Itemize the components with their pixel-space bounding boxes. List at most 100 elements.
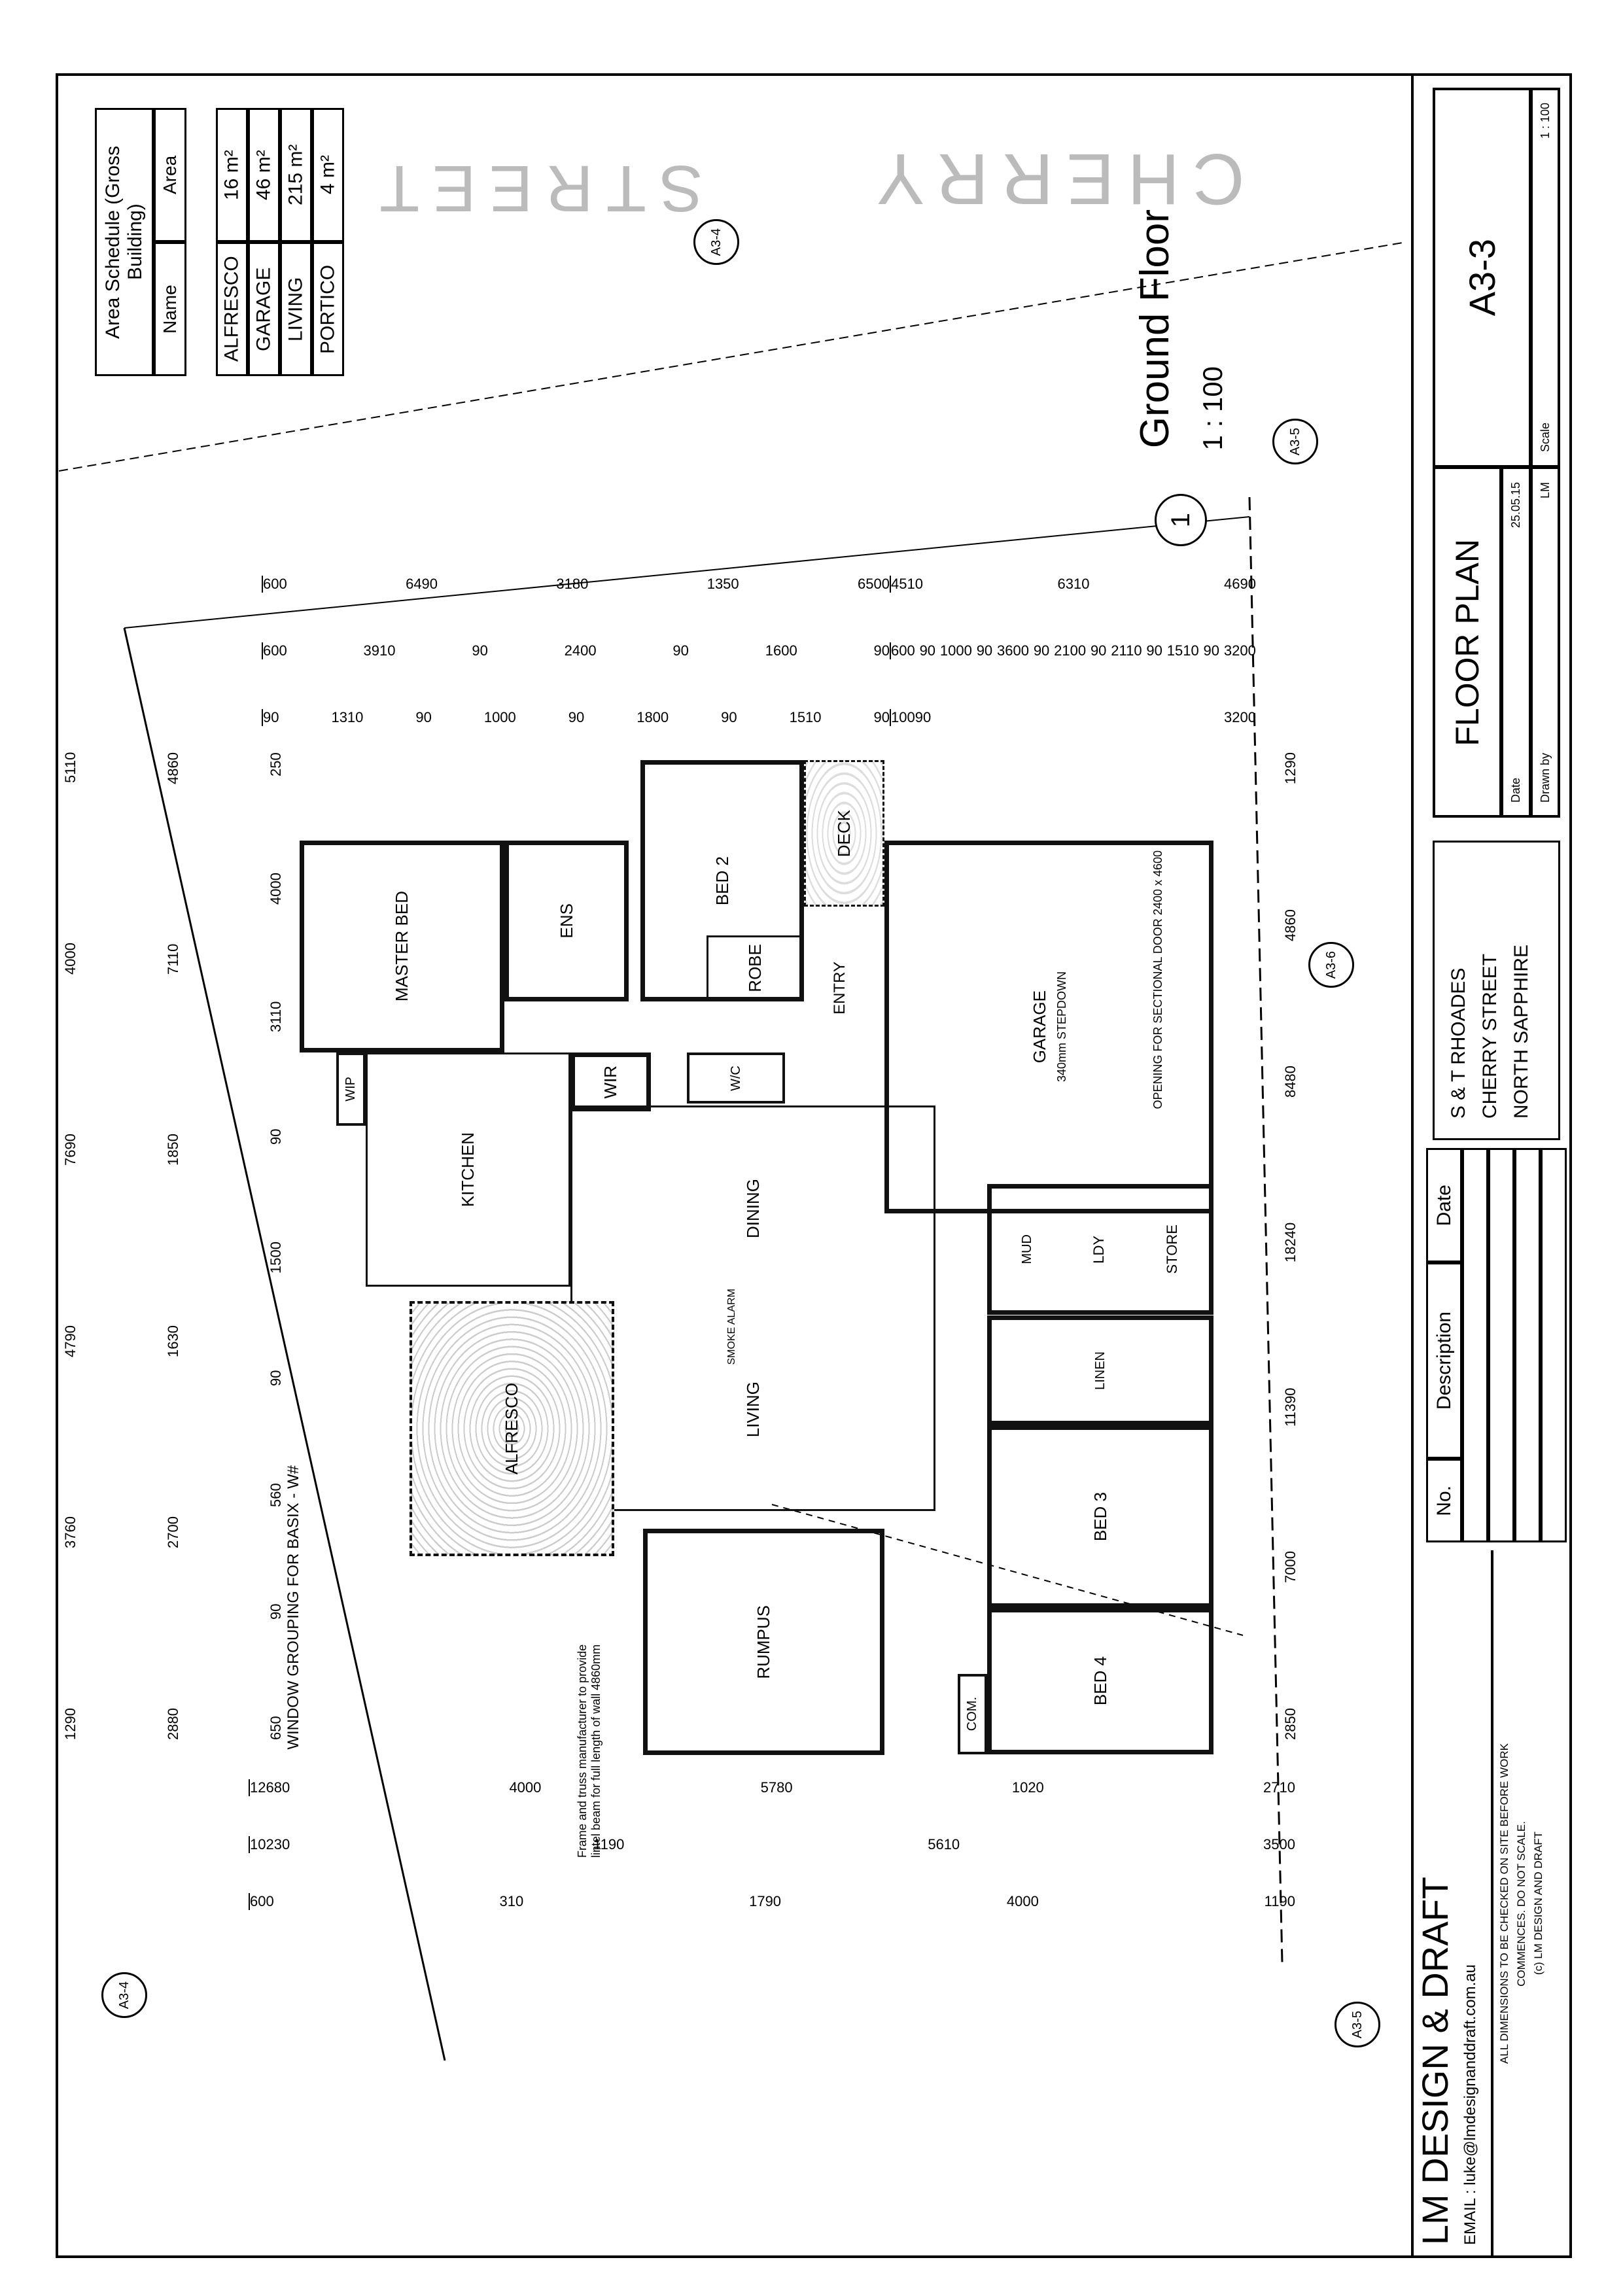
- firm-name: LM DESIGN & DRAFT: [1414, 1876, 1456, 2245]
- dimension-label: 90: [873, 642, 890, 659]
- dimension-label: 4860: [1282, 909, 1299, 941]
- dimension-label: 90: [268, 1370, 284, 1387]
- section-marker[interactable]: A3-6: [1308, 942, 1354, 988]
- dimension-label: 310: [499, 1893, 524, 1909]
- section-marker[interactable]: A3-4: [101, 1972, 147, 2018]
- revision-table: No. Description Date: [1426, 1148, 1567, 1542]
- sheet-number-cell: A3-3: [1433, 88, 1531, 467]
- dimension-label: 600: [891, 642, 915, 659]
- room-alfresco[interactable]: ALFRESCO: [410, 1301, 614, 1556]
- revision-row: [1462, 1148, 1488, 1542]
- dimension-label: 90: [919, 642, 936, 659]
- firm-divider: [1491, 1550, 1493, 2258]
- dimension-label: 4000: [268, 873, 284, 905]
- room-ensuite[interactable]: ENS: [504, 841, 629, 1001]
- dimension-label: 4000: [1006, 1893, 1039, 1909]
- dimension-label: 1850: [165, 1134, 181, 1166]
- dimension-label: 10230: [250, 1836, 290, 1852]
- revision-row: [1541, 1148, 1567, 1542]
- dimension-label: 6310: [1057, 576, 1090, 592]
- dimension-label: 2110: [1111, 642, 1142, 659]
- basix-note: WINDOW GROUPING FOR BASIX - W#: [285, 1465, 302, 1750]
- room-rumpus[interactable]: RUMPUS: [643, 1529, 884, 1755]
- room-deck[interactable]: DECK: [804, 760, 884, 907]
- dimension-label: 90: [721, 709, 737, 725]
- room-entry[interactable]: ENTRY: [831, 962, 848, 1015]
- dimension-label: 90: [1033, 642, 1050, 659]
- dimension-label: 4510: [891, 576, 923, 592]
- dimension-label: 1020: [1011, 1779, 1044, 1796]
- room-bed-3[interactable]: BED 3: [987, 1425, 1213, 1608]
- sheet-border: [56, 73, 1572, 2258]
- firm-email[interactable]: EMAIL : luke@lmdesignanddraft.com.au: [1461, 1964, 1479, 2245]
- dimension-label: 4790: [62, 1325, 79, 1357]
- dimension-label: 11390: [1282, 1387, 1299, 1427]
- dimension-label: 3110: [268, 1001, 284, 1033]
- dimension-label: 5610: [928, 1836, 960, 1852]
- dimension-label: 1290: [62, 1708, 79, 1740]
- dimension-label: 1600: [765, 642, 797, 659]
- dimension-label: 7110: [165, 943, 181, 975]
- section-marker[interactable]: A3-5: [1272, 419, 1318, 464]
- dimension-label: 10090: [891, 709, 932, 725]
- dimension-label: 3200: [1223, 642, 1256, 659]
- dimension-label: 4860: [165, 752, 181, 784]
- section-marker[interactable]: A3-5: [1335, 2002, 1380, 2047]
- room-master-bed[interactable]: MASTER BED: [300, 841, 504, 1052]
- revision-row: [1514, 1148, 1541, 1542]
- dimension-label: 600: [250, 1893, 274, 1909]
- dimension-label: 7690: [62, 1134, 79, 1166]
- dimension-label: 12680: [250, 1779, 290, 1796]
- dimension-label: 2100: [1054, 642, 1087, 659]
- dimension-label: 1790: [749, 1893, 782, 1909]
- dimension-label: 4690: [1224, 576, 1256, 592]
- room-kitchen[interactable]: KITCHEN: [366, 1052, 570, 1287]
- dimension-label: 90: [1203, 642, 1220, 659]
- room-wir[interactable]: WIR: [570, 1052, 651, 1111]
- dimension-label: 250: [268, 752, 284, 776]
- section-marker[interactable]: A3-4: [693, 219, 739, 265]
- dimension-label: 6500: [858, 576, 890, 592]
- client-block: S & T RHOADES CHERRY STREET NORTH SAPPHI…: [1433, 841, 1560, 1140]
- room-robe[interactable]: ROBE: [707, 935, 804, 1001]
- room-bed-4[interactable]: BED 4: [987, 1608, 1213, 1754]
- dimension-label: 2400: [564, 642, 597, 659]
- dimension-label: 6490: [406, 576, 438, 592]
- dimension-label: 650: [268, 1716, 284, 1740]
- dimension-label: 90: [1090, 642, 1107, 659]
- living-label: LIVING: [742, 1382, 763, 1438]
- dimension-label: 7000: [1282, 1551, 1299, 1584]
- dimension-label: 1190: [1264, 1893, 1295, 1909]
- disclaimer-block: ALL DIMENSIONS TO BE CHECKED ON SITE BEF…: [1498, 1743, 1544, 2064]
- dimension-label: 90: [1146, 642, 1162, 659]
- sectional-door-note: OPENING FOR SECTIONAL DOOR 2400 x 4600: [1151, 850, 1164, 1109]
- dimension-label: 90: [568, 709, 585, 725]
- dimension-label: 1510: [789, 709, 822, 725]
- view-scale: 1 : 100: [1197, 366, 1228, 451]
- firm-block: LM DESIGN & DRAFT EMAIL : luke@lmdesigna…: [1414, 1550, 1491, 2258]
- room-wip[interactable]: WIP: [336, 1052, 366, 1126]
- dimension-label: 600: [263, 576, 287, 592]
- dimension-label: 1350: [707, 576, 739, 592]
- dimension-label: 90: [873, 709, 890, 725]
- room-com[interactable]: COM.: [958, 1674, 987, 1754]
- sheet-title-cell: FLOOR PLAN: [1433, 467, 1501, 818]
- dimension-label: 1290: [1282, 752, 1299, 784]
- title-strip-divider: [1411, 73, 1414, 2258]
- dimension-label: 3600: [997, 642, 1029, 659]
- room-bath[interactable]: LINEN: [987, 1315, 1213, 1425]
- dimension-label: 2700: [165, 1516, 181, 1549]
- room-wc[interactable]: W/C: [687, 1052, 785, 1104]
- dimension-label: 5780: [760, 1779, 793, 1796]
- dimension-label: 90: [415, 709, 432, 725]
- dimension-label: 8480: [1282, 1066, 1299, 1098]
- dimension-label: 1310: [331, 709, 364, 725]
